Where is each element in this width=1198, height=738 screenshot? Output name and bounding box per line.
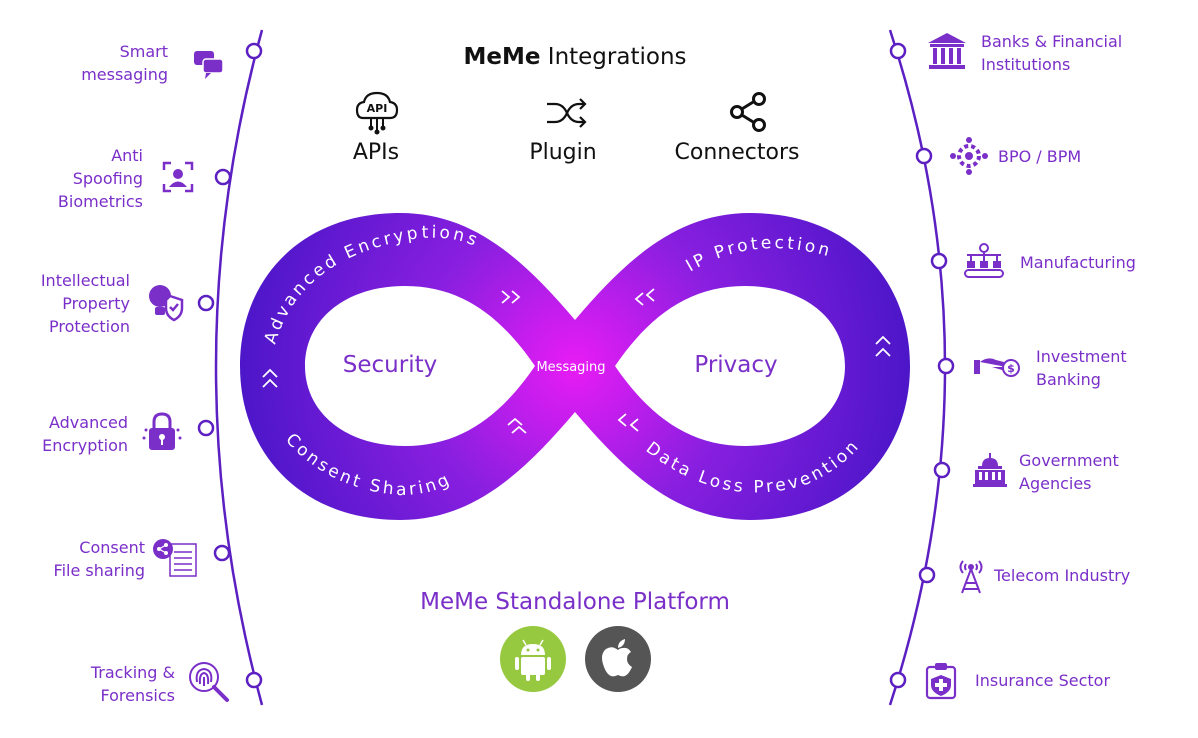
api-cloud-icon: API	[355, 91, 399, 135]
feature-label-consent-file-sharing: Consent File sharing	[53, 538, 145, 580]
security-label: Security	[342, 352, 438, 378]
right-node	[915, 147, 933, 165]
left-curve	[214, 29, 264, 706]
antenna-icon	[959, 560, 983, 594]
integration-label-plugin: Plugin	[529, 140, 597, 165]
feature-label-ip-protection: Intellectual Property Protection	[40, 271, 130, 336]
face-scan-icon	[162, 161, 194, 193]
integration-label-apis: APIs	[352, 140, 400, 165]
file-share-icon	[153, 539, 197, 577]
chevron-icon	[507, 417, 523, 426]
feature-label-smart-messaging: Smart messaging	[81, 42, 168, 84]
chevron-icon	[262, 378, 278, 388]
chevron-icon	[634, 292, 644, 306]
industry-label-bpo: BPO / BPM	[998, 147, 1082, 166]
platform-title: MeMe Standalone Platform	[420, 589, 730, 615]
industry-label-investment-banking: Investment Banking	[1036, 347, 1127, 389]
factory-conveyor-icon	[964, 243, 1004, 278]
chevron-icon	[262, 368, 278, 378]
chevron-icon	[511, 425, 527, 434]
right-node	[933, 461, 951, 479]
capitol-icon	[973, 453, 1007, 487]
left-node	[245, 42, 263, 60]
right-node	[918, 566, 936, 584]
chevron-icon	[501, 290, 511, 304]
right-node	[889, 42, 907, 60]
left-node	[213, 544, 231, 562]
brand-name: MeMe	[463, 44, 541, 70]
feature-label-advanced-encryption: Advanced Encryption	[42, 413, 128, 455]
right-node	[937, 357, 955, 375]
apple-icon	[585, 626, 651, 692]
integration-label-connectors: Connectors	[674, 140, 800, 165]
chevron-icon	[875, 335, 891, 345]
infinity-band	[240, 213, 910, 520]
shuffle-icon	[547, 98, 587, 128]
right-node	[930, 252, 948, 270]
hand-dollar-icon: $	[974, 358, 1020, 377]
fingerprint-magnifier-icon	[189, 662, 229, 702]
right-node	[889, 671, 907, 689]
feature-label-anti-spoofing: Anti Spoofing Biometrics	[57, 146, 143, 211]
industry-label-manufacturing: Manufacturing	[1020, 253, 1136, 272]
chevron-icon	[629, 418, 639, 432]
chevron-icon	[875, 347, 891, 357]
left-node	[245, 671, 263, 689]
chevron-icon	[617, 413, 627, 427]
industry-label-government: Government Agencies	[1019, 451, 1119, 493]
industry-label-telecom: Telecom Industry	[994, 566, 1131, 585]
privacy-label: Privacy	[694, 352, 778, 378]
chevron-icon	[511, 290, 521, 304]
title-rest: Integrations	[540, 44, 687, 70]
share-nodes-icon	[730, 92, 766, 132]
left-node	[214, 168, 232, 186]
page-title: MeMe Integrations	[0, 44, 1150, 70]
left-node	[197, 294, 215, 312]
industry-label-insurance: Insurance Sector	[975, 671, 1111, 690]
medical-clipboard-icon	[925, 663, 957, 700]
industry-label-banks: Banks & Financial Institutions	[981, 32, 1123, 74]
left-node	[197, 419, 215, 437]
android-icon	[500, 626, 566, 692]
gear-people-icon	[950, 137, 988, 175]
bulb-shield-icon	[149, 285, 184, 322]
center-label: Messaging	[536, 360, 605, 375]
svg-text:$: $	[1007, 362, 1015, 375]
feature-label-tracking-forensics: Tracking & Forensics	[90, 663, 175, 705]
bank-icon	[928, 33, 966, 69]
padlock-icon	[142, 412, 182, 450]
direction-chevrons	[262, 288, 891, 434]
chat-bubbles-icon	[194, 51, 224, 79]
svg-text:API: API	[367, 102, 388, 115]
chevron-icon	[645, 288, 655, 302]
